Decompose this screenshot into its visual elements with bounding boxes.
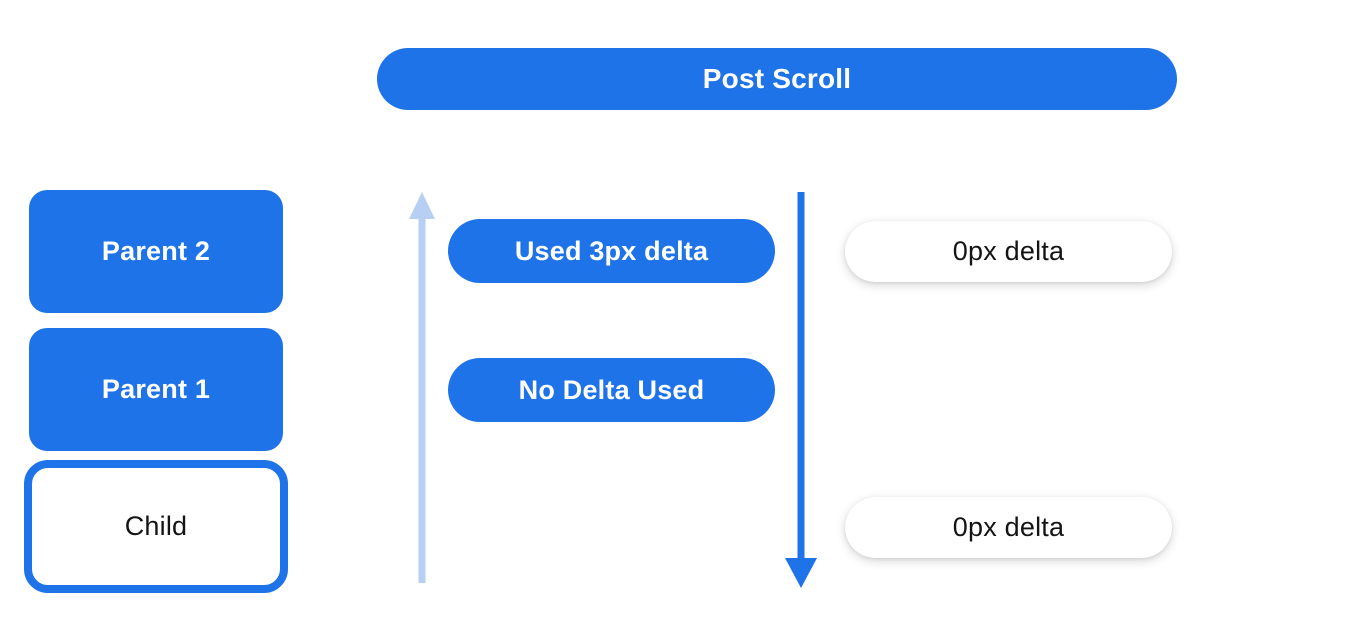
scroll-up-arrow-icon <box>404 192 440 583</box>
no-delta-pill: No Delta Used <box>448 358 775 422</box>
used-delta-label: Used 3px delta <box>514 235 709 266</box>
child-box: Child <box>24 460 288 593</box>
arrow-down-head <box>785 558 817 588</box>
post-scroll-title: Post Scroll <box>702 63 852 94</box>
arrow-up-shaft <box>418 216 426 583</box>
scroll-down-arrow-icon <box>783 192 819 588</box>
used-delta-pill: Used 3px delta <box>448 219 775 283</box>
zero-delta-bottom-pill: 0px delta <box>845 497 1172 558</box>
parent2-label: Parent 2 <box>101 236 211 266</box>
child-label: Child <box>124 511 188 541</box>
arrow-up-head <box>409 192 435 219</box>
no-delta-label: No Delta Used <box>518 374 705 405</box>
zero-delta-bottom-label: 0px delta <box>952 512 1065 542</box>
zero-delta-top-label: 0px delta <box>952 236 1065 266</box>
zero-delta-top-pill: 0px delta <box>845 221 1172 282</box>
post-scroll-header-pill: Post Scroll <box>377 48 1177 110</box>
parent2-box: Parent 2 <box>29 190 283 313</box>
parent1-box: Parent 1 <box>29 328 283 451</box>
parent1-label: Parent 1 <box>101 374 211 404</box>
arrow-down-shaft <box>797 192 805 564</box>
